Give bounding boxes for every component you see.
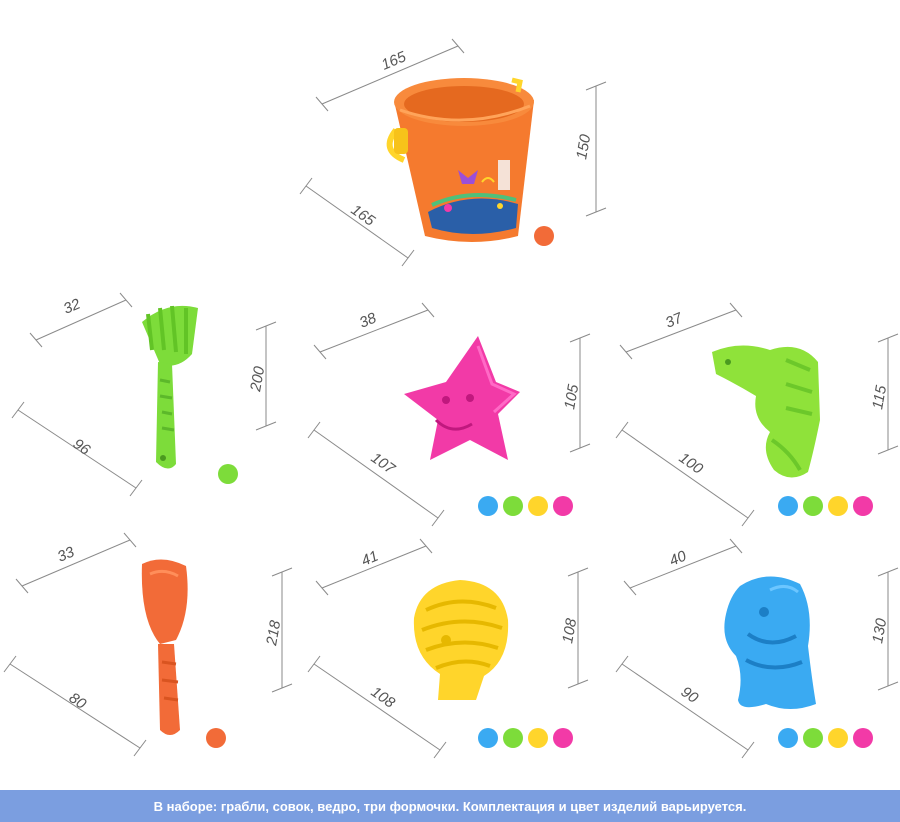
- seahorse-dim-width: 37: [663, 309, 686, 331]
- rake-dim-width: 32: [61, 295, 84, 317]
- shell-dim-top: 41: [315, 538, 433, 596]
- bucket-group: 165 165 150: [299, 38, 607, 267]
- bucket-dim-side: 165: [299, 177, 415, 267]
- product-scene: 165 165 150: [3, 38, 899, 759]
- seahorse-dim-top: 37: [619, 302, 743, 360]
- seahorse-color-swatch: [853, 496, 873, 516]
- rake-image: [142, 305, 198, 469]
- star-image: [404, 336, 520, 460]
- fish-group: 40 90 130: [615, 538, 899, 759]
- fish-dim-height: 130: [869, 567, 899, 691]
- star-color-swatch: [553, 496, 573, 516]
- scoop-dim-height: 218: [263, 567, 293, 693]
- rake-color-swatch: [218, 464, 238, 484]
- scoop-dim-side: 80: [3, 655, 147, 757]
- rake-swatches: [218, 464, 238, 484]
- star-color-swatch: [478, 496, 498, 516]
- bucket-image: [386, 77, 534, 242]
- shell-swatches: [478, 728, 573, 748]
- scoop-dim-height-label: 218: [263, 618, 284, 647]
- star-dim-width: 38: [357, 309, 380, 331]
- shell-dim-depth: 108: [368, 683, 399, 712]
- shell-image: [413, 580, 509, 700]
- shell-color-swatch: [528, 728, 548, 748]
- scoop-color-swatch: [206, 728, 226, 748]
- scoop-swatches: [206, 728, 226, 748]
- rake-group: 32 96 200: [11, 292, 277, 497]
- star-dim-height-label: 105: [561, 382, 582, 410]
- shell-dim-height: 108: [559, 567, 589, 689]
- rake-dim-depth: 96: [70, 435, 94, 459]
- shell-color-swatch: [478, 728, 498, 748]
- rake-dim-top: 32: [29, 292, 133, 348]
- shell-dim-side: 108: [307, 655, 447, 759]
- fish-dim-height-label: 130: [869, 616, 890, 644]
- fish-dim-top: 40: [623, 538, 743, 596]
- star-color-swatch: [503, 496, 523, 516]
- fish-color-swatch: [778, 728, 798, 748]
- star-dim-depth: 107: [368, 449, 399, 478]
- footer-banner: В наборе: грабли, совок, ведро, три форм…: [0, 790, 900, 822]
- seahorse-dim-height: 115: [869, 333, 899, 455]
- scoop-image: [141, 559, 188, 735]
- star-dim-top: 38: [313, 302, 435, 360]
- seahorse-swatches: [778, 496, 873, 516]
- shell-group: 41 108 108: [307, 538, 589, 759]
- fish-color-swatch: [853, 728, 873, 748]
- rake-dim-height-label: 200: [247, 364, 268, 393]
- fish-dim-side: 90: [615, 655, 755, 759]
- rake-dim-height: 200: [247, 321, 277, 431]
- star-dim-side: 107: [307, 421, 445, 527]
- bucket-dim-height-label: 150: [573, 132, 594, 160]
- bucket-dim-depth: 165: [348, 201, 379, 230]
- seahorse-color-swatch: [828, 496, 848, 516]
- rake-dim-side: 96: [11, 401, 143, 497]
- seahorse-dim-depth: 100: [676, 449, 707, 478]
- seahorse-dim-height-label: 115: [869, 384, 890, 411]
- scoop-dim-width: 33: [55, 543, 78, 565]
- scoop-dim-top: 33: [15, 532, 137, 594]
- fish-dim-depth: 90: [678, 683, 702, 707]
- bucket-dim-width: 165: [379, 48, 409, 74]
- fish-color-swatch: [828, 728, 848, 748]
- shell-color-swatch: [553, 728, 573, 748]
- star-dim-height: 105: [561, 333, 591, 453]
- fish-color-swatch: [803, 728, 823, 748]
- shell-dim-width: 41: [359, 548, 381, 570]
- star-swatches: [478, 496, 573, 516]
- scoop-dim-depth: 80: [66, 689, 90, 713]
- scoop-group: 33 80 218: [3, 532, 293, 757]
- seahorse-image: [712, 345, 820, 478]
- bucket-dim-height: 150: [573, 81, 607, 217]
- footer-text: В наборе: грабли, совок, ведро, три форм…: [153, 798, 747, 814]
- shell-dim-height-label: 108: [559, 616, 580, 644]
- fish-dim-width: 40: [667, 547, 690, 569]
- shell-color-swatch: [503, 728, 523, 748]
- star-group: 38 107 105: [307, 302, 591, 527]
- seahorse-color-swatch: [778, 496, 798, 516]
- fish-image: [724, 576, 816, 709]
- bucket-color-swatch: [534, 226, 554, 246]
- star-color-swatch: [528, 496, 548, 516]
- seahorse-group: 37 100 115: [615, 302, 899, 527]
- seahorse-dim-side: 100: [615, 421, 755, 527]
- fish-swatches: [778, 728, 873, 748]
- bucket-swatches: [534, 226, 554, 246]
- seahorse-color-swatch: [803, 496, 823, 516]
